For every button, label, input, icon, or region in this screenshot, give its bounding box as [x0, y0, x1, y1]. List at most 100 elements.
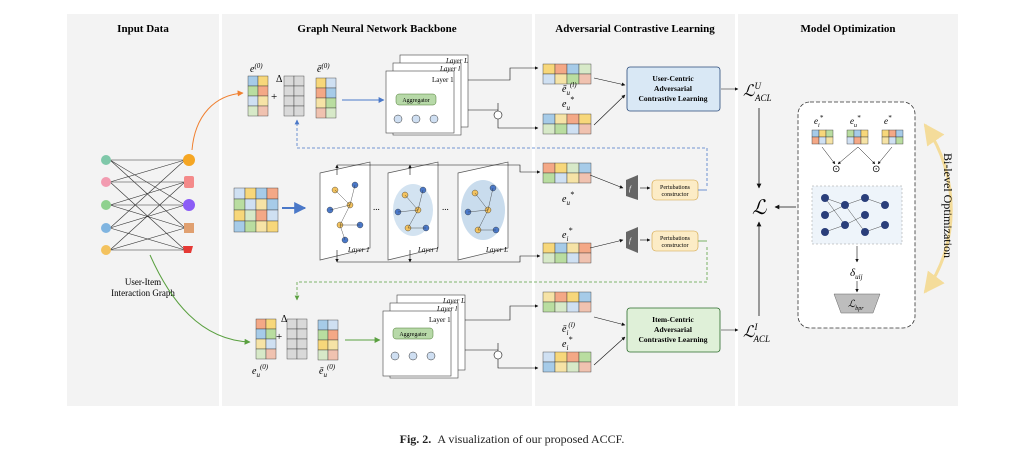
aggregator-box [395, 93, 437, 106]
bipartite-edges [109, 159, 186, 251]
item-box-icon [184, 223, 194, 233]
item-ball-icon [183, 199, 195, 211]
sum-node-top [493, 110, 503, 120]
perturb-bottom-line2: constructor [662, 243, 689, 249]
orange-flow-arrow [191, 90, 244, 151]
label-ei-star-bottom: ei* [562, 335, 572, 352]
plus-sign-bottom: + [276, 331, 282, 343]
label-eu-l: ēu(l) [562, 81, 577, 97]
item-centric-cl-box [626, 307, 721, 353]
bpr-loss-label: ℒbpr [848, 299, 864, 312]
ellipsis-2: ... [442, 202, 449, 212]
user-nodes [101, 155, 111, 255]
label-eu0: eu(0) [252, 363, 269, 379]
f-theta-label-top: f [629, 185, 632, 193]
matrix-eu-l [542, 63, 592, 85]
item-cl-line2: Adversarial [654, 325, 692, 334]
figure-caption: Fig. 2. A visualization of our proposed … [0, 432, 1024, 447]
matrix-eu-star-top [542, 113, 592, 135]
f-theta-shape-top [626, 175, 638, 200]
label-layer-L: Layer L [445, 57, 468, 65]
adjacency-matrix [233, 187, 279, 233]
perturb-top-line1: Pertubations [660, 185, 691, 191]
user-centric-cl-box [626, 66, 721, 112]
user-avatar-icon [101, 200, 111, 210]
label-layer1-mid: Layer 1 [347, 246, 370, 254]
f-theta-label-bottom: f [629, 237, 632, 245]
aggregator-label-bottom: Aggregator [399, 332, 426, 338]
perturb-bottom-line1: Pertubations [660, 236, 691, 242]
perturb-top-line2: constructor [662, 192, 689, 198]
user-cl-line1: User-Centric [652, 74, 694, 83]
user-cl-line3: Contrastive Learning [639, 94, 708, 103]
matrix-ei-star-mid [542, 242, 592, 264]
opt-vec-3 [881, 129, 904, 145]
label-opt-eu2: eu* [850, 114, 861, 129]
f-theta-shape-bottom [626, 227, 638, 253]
item-cl-line3: Contrastive Learning [639, 335, 708, 344]
mlp-network [821, 194, 889, 236]
propagation-layer-L: Layer L [457, 161, 509, 261]
propagation-layer-l: Layer l [387, 161, 439, 261]
delta-sign-bottom: Δ [281, 314, 288, 325]
matrix-eu-star-mid [542, 162, 592, 184]
label-layer-1-bottom: Layer 1 [429, 316, 451, 324]
caption-prefix: Fig. 2. [399, 432, 432, 446]
item-phone-icon [184, 176, 194, 188]
delta-sign: Δ [276, 74, 283, 85]
label-eu-star-top: eu* [562, 95, 574, 112]
item-cart-icon [183, 246, 193, 253]
panel-title-opt: Model Optimization [800, 23, 895, 35]
bilevel-label: Bi-level Optimization [941, 153, 955, 258]
delta-uij-label: δuij [850, 267, 863, 281]
label-eu-star-mid: eu* [562, 190, 574, 207]
label-ei-l: ēi(l) [562, 321, 576, 337]
item-flower-icon [183, 154, 195, 166]
label-opt-ej: e* [884, 114, 892, 126]
opt-vec-2 [846, 129, 869, 145]
user-avatar-icon [101, 223, 111, 233]
ellipsis-1: ... [373, 202, 380, 212]
panel-title-acl: Adversarial Contrastive Learning [555, 23, 715, 35]
label-ebar0: ē(0) [317, 62, 330, 75]
label-layerL-mid: Layer L [485, 246, 508, 254]
aggregator-box-bottom [392, 327, 434, 340]
label-layer-l-bottom: Layer l [436, 305, 457, 313]
label-ei-star-mid: ei* [562, 226, 572, 243]
label-e0: e(0) [250, 62, 263, 75]
user-avatar-icon [101, 177, 111, 187]
plus-sign: + [271, 91, 277, 103]
label-layer-l: Layer l [439, 65, 460, 73]
item-nodes [183, 154, 195, 253]
panel-input-bg [67, 14, 219, 406]
bpr-loss-shape [833, 293, 881, 314]
label-layer-L-bottom: Layer L [442, 297, 465, 305]
label-layerl-mid: Layer l [417, 246, 438, 254]
panel-title-input: Input Data [117, 23, 169, 35]
odot-1: ⊙ [832, 164, 840, 175]
aggregator-label: Aggregator [402, 98, 429, 104]
opt-vec-1 [811, 129, 834, 145]
label-layer-1: Layer 1 [432, 76, 454, 84]
embedding-matrix-ebaru0 [317, 319, 339, 361]
loss-total: ℒ [752, 197, 767, 219]
odot-2: ⊙ [872, 164, 880, 175]
item-cl-line1: Item-Centric [652, 315, 694, 324]
label-ebaru0: ēu(0) [319, 363, 336, 379]
blue-dashed-feedback [294, 119, 708, 186]
perturbation-matrix-top [283, 75, 305, 117]
graph-caption-line2: Interaction Graph [111, 288, 175, 298]
label-opt-eu: ei* [814, 114, 824, 129]
sum-node-bottom [493, 350, 503, 360]
layer-stack-top: Layer L Layer l Layer 1 Aggregator [385, 54, 469, 136]
caption-text: A visualization of our proposed ACCF. [437, 432, 625, 446]
green-dashed-feedback [294, 247, 708, 301]
bilevel-arc [923, 123, 953, 294]
embedding-matrix-ebar0 [315, 77, 337, 119]
user-cl-line2: Adversarial [654, 84, 692, 93]
user-avatar-icon [101, 245, 111, 255]
matrix-ei-l [542, 291, 592, 313]
